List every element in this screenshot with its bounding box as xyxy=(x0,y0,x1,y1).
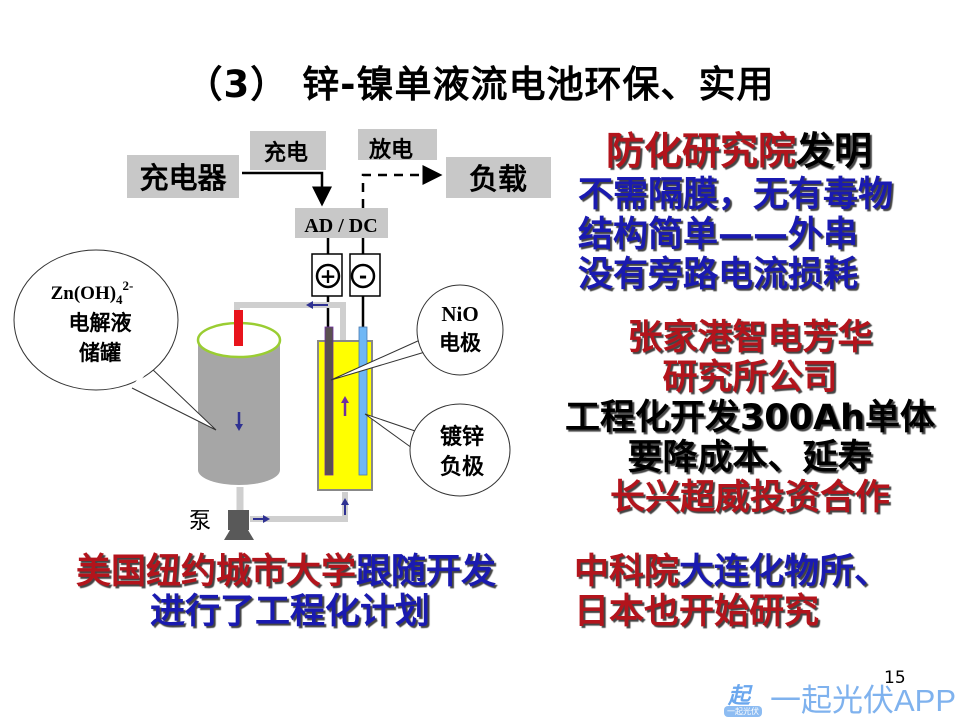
page-number: 15 xyxy=(884,668,906,688)
tank-line3: 储罐 xyxy=(79,341,121,365)
watermark-text: 一起光伏APP xyxy=(770,683,957,718)
right-line2: 不需隔膜，无有毒物 xyxy=(578,175,894,215)
nio-line1: NiO xyxy=(441,302,478,326)
nio-line2: 电极 xyxy=(439,331,482,355)
minus-icon: - xyxy=(359,264,367,288)
discharge-arrow xyxy=(361,165,443,208)
dicp-label: 大连化物所、 xyxy=(679,552,890,592)
load-label: 负载 xyxy=(469,162,527,196)
pump-icon xyxy=(224,510,254,540)
right-line1: 防化研究院发明 xyxy=(606,131,872,171)
converter-box: AD / DC xyxy=(295,208,388,238)
nio-callout: NiO 电极 xyxy=(330,284,504,381)
right-line7: 工程化开发300Ah单体 xyxy=(564,398,936,438)
watermark-badge: 起 xyxy=(728,684,751,709)
bottom-left-line2: 进行了工程化计划 xyxy=(150,592,431,632)
discharge-label: 放电 xyxy=(368,137,413,163)
tank-formula-sup: 2- xyxy=(123,278,134,293)
watermark-badge-sub: 一起光伏 xyxy=(724,706,762,717)
charge-label: 充电 xyxy=(264,140,308,166)
return-pipe xyxy=(234,302,346,340)
tank-callout: Zn(OH)42- 电解液 储罐 xyxy=(13,249,217,431)
charge-arrow xyxy=(242,171,332,207)
inventor-org: 防化研究院 xyxy=(606,129,797,173)
pump-label: 泵 xyxy=(189,509,211,534)
nio-electrode xyxy=(324,326,334,476)
electrolyte-tank xyxy=(196,310,282,485)
zinc-electrode xyxy=(358,326,368,476)
zinc-line2: 负极 xyxy=(440,455,485,480)
bottom-left-line1: 美国纽约城市大学跟随开发 xyxy=(76,552,496,592)
zinc-line1: 镀锌 xyxy=(440,424,484,450)
right-line6: 研究所公司 xyxy=(662,358,838,398)
watermark-logo: 起 一起光伏 xyxy=(724,678,766,717)
plus-icon: + xyxy=(320,264,337,288)
page-title: （3） 锌-镍单液流电池环保、实用 xyxy=(185,63,775,106)
right-line9: 长兴超威投资合作 xyxy=(609,478,890,518)
zinc-callout: 镀锌 负极 xyxy=(364,403,511,497)
tank-line2: 电解液 xyxy=(69,311,132,335)
discharge-box: 放电 xyxy=(358,129,437,163)
follow-label: 跟随开发 xyxy=(356,552,497,592)
right-line3: 结构简单——外串 xyxy=(578,215,859,255)
ccny-label: 美国纽约城市大学 xyxy=(76,552,357,592)
charge-box: 充电 xyxy=(250,131,326,170)
supply-pipe xyxy=(250,492,348,522)
svg-text:Zn(OH)42-: Zn(OH)42- xyxy=(51,278,134,307)
tank-formula-sub: 4 xyxy=(116,292,123,307)
charger-box: 充电器 xyxy=(127,155,239,198)
charger-label: 充电器 xyxy=(139,161,227,195)
bottom-right-line1: 中科院大连化物所、 xyxy=(574,552,889,592)
battery-cell xyxy=(317,326,373,491)
cas-label: 中科院 xyxy=(574,552,680,592)
bottom-right-line2: 日本也开始研究 xyxy=(574,592,820,632)
tank-formula: Zn(OH) xyxy=(51,283,116,304)
invented-label: 发明 xyxy=(796,129,873,173)
right-line4: 没有旁路电流损耗 xyxy=(578,255,859,295)
converter-label: AD / DC xyxy=(304,215,377,237)
load-box: 负载 xyxy=(446,157,551,198)
right-line5: 张家港智电芳华 xyxy=(627,318,873,358)
right-line8: 要降成本、延寿 xyxy=(627,438,873,478)
